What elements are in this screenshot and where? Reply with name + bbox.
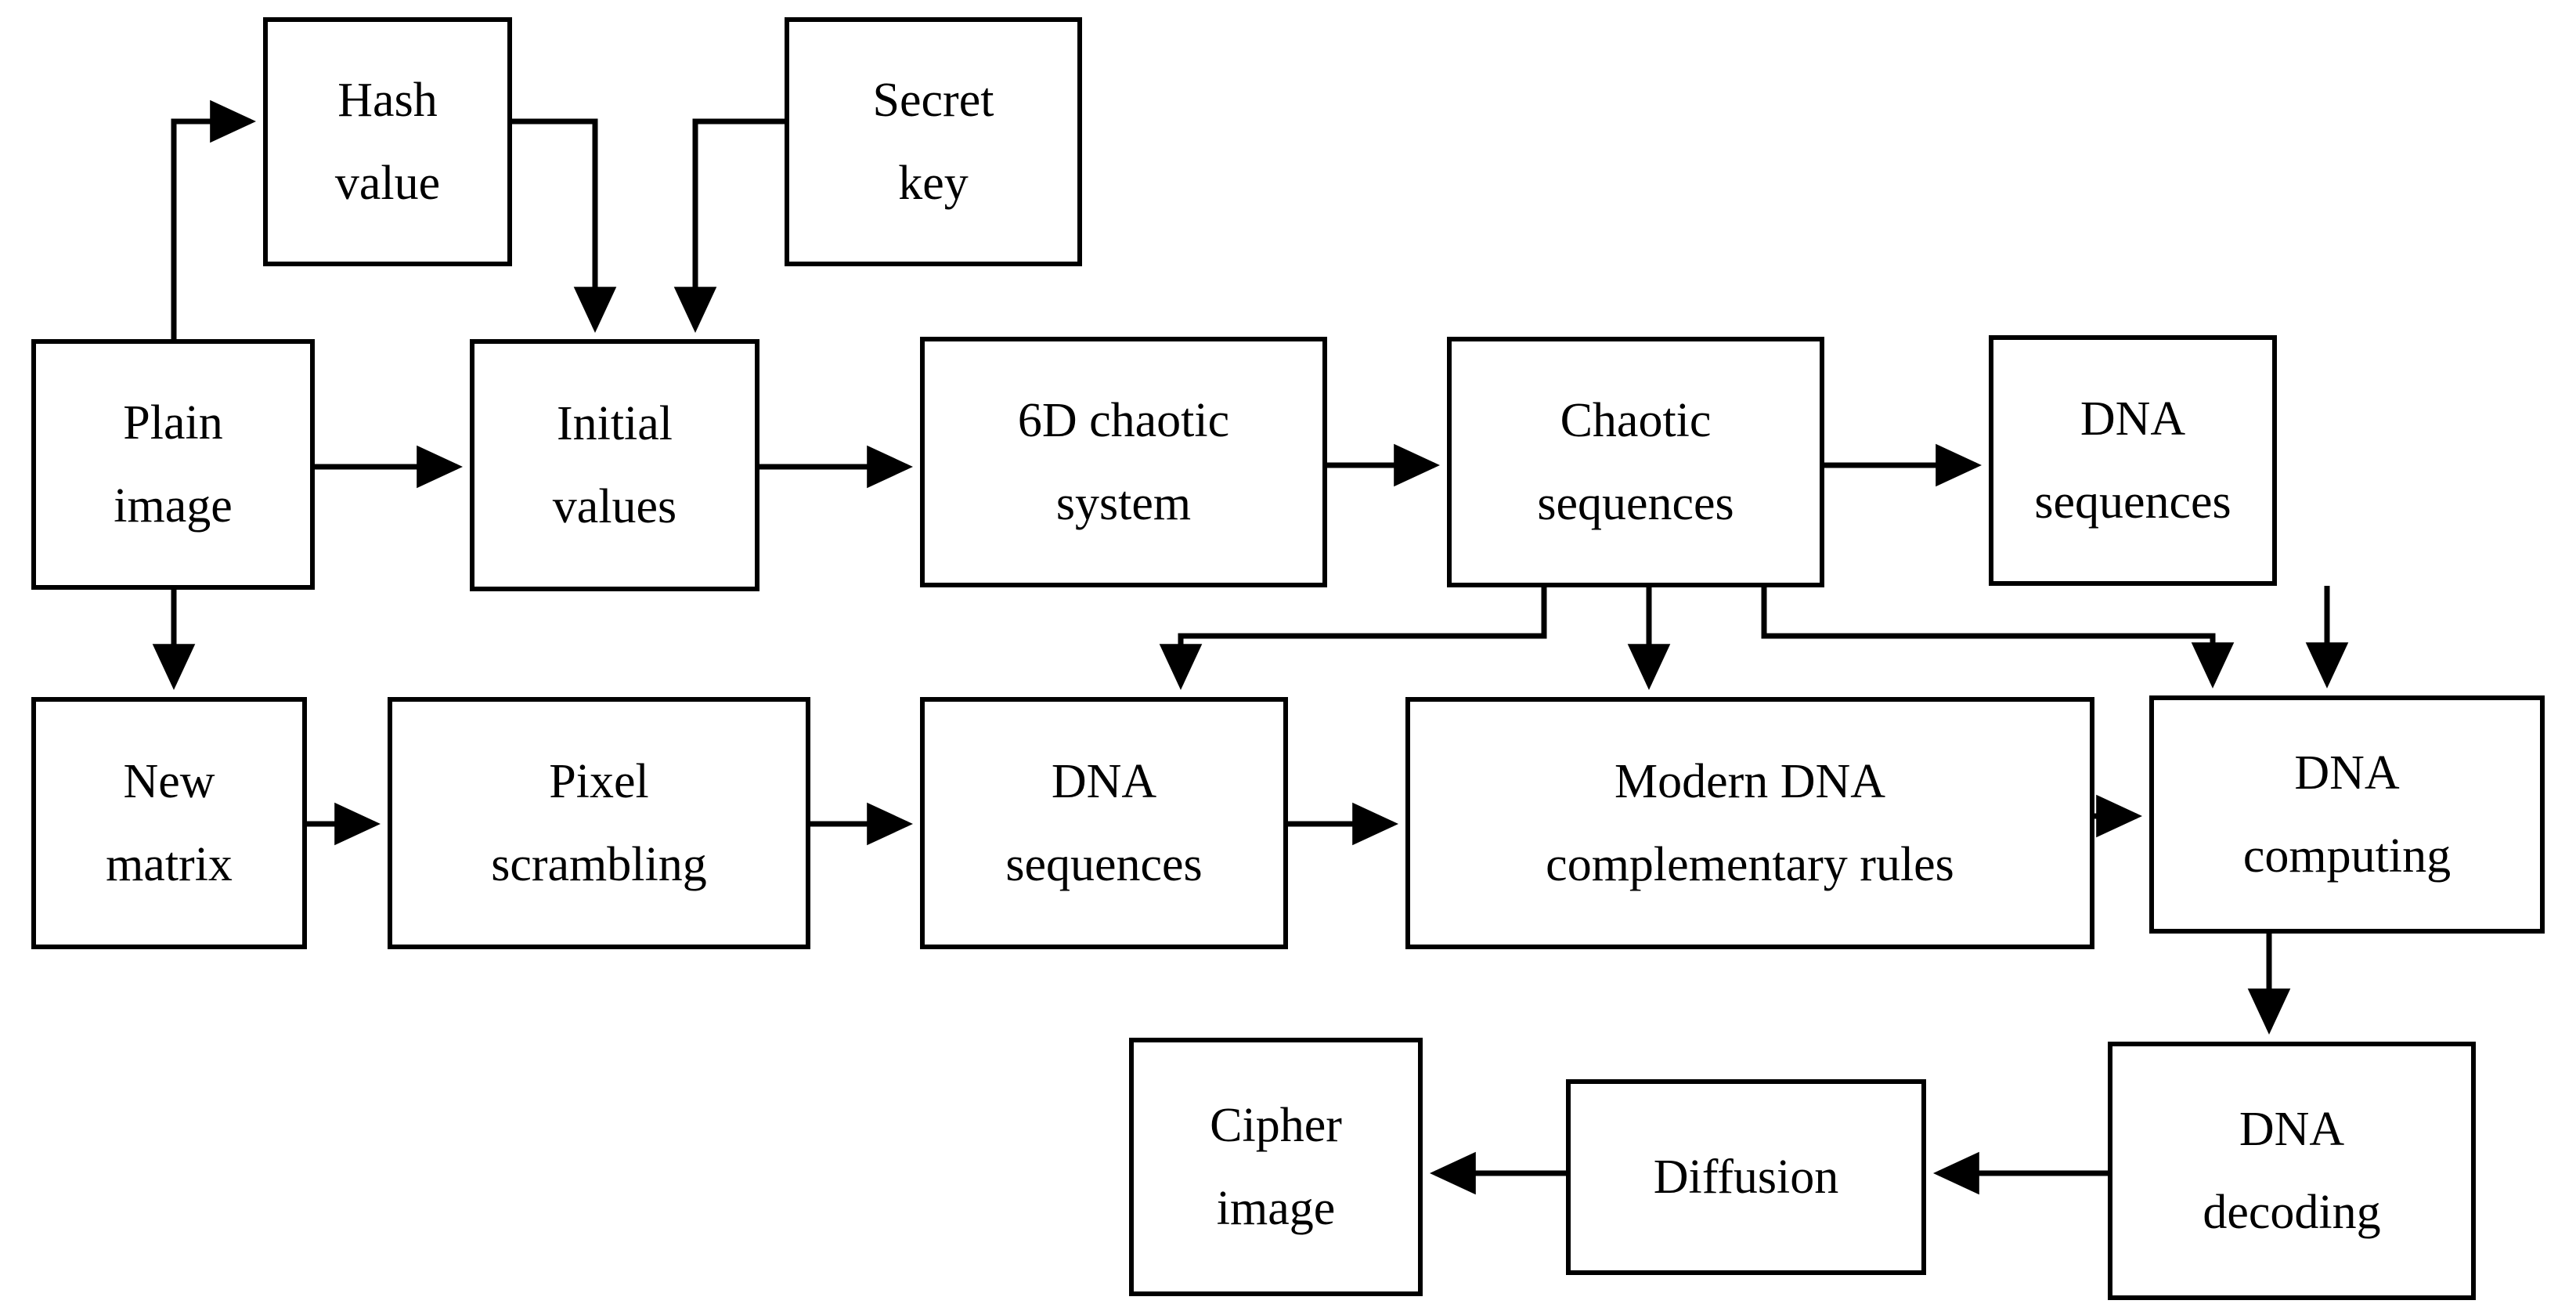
node-modern-dna-rules-line2: complementary rules	[1546, 838, 1954, 891]
node-6d-chaotic-system-line1: 6D chaotic	[1017, 394, 1230, 447]
node-hash-value[interactable]: Hash value	[263, 17, 512, 266]
node-modern-dna-rules[interactable]: Modern DNA complementary rules	[1405, 697, 2094, 949]
edge-hash-value-to-initial-values	[512, 118, 617, 333]
node-secret-key[interactable]: Secret key	[785, 17, 1082, 266]
node-plain-image-line1: Plain	[123, 396, 223, 450]
node-hash-value-line2: value	[334, 157, 441, 210]
node-pixel-scrambling-line1: Pixel	[549, 755, 649, 808]
node-dna-sequences-top-line1: DNA	[2080, 392, 2186, 446]
node-chaotic-sequences-line2: sequences	[1537, 477, 1734, 530]
node-hash-value-line1: Hash	[337, 74, 438, 127]
node-initial-values[interactable]: Initial values	[470, 339, 759, 591]
node-6d-chaotic-system-line2: system	[1055, 477, 1192, 530]
node-chaotic-sequences[interactable]: Chaotic sequences	[1447, 337, 1824, 587]
node-dna-sequences-mid-line2: sequences	[1005, 838, 1203, 891]
node-dna-sequences-mid[interactable]: DNA sequences	[920, 697, 1288, 949]
node-new-matrix-line2: matrix	[106, 838, 233, 891]
node-dna-decoding-line1: DNA	[2239, 1103, 2345, 1156]
node-initial-values-line2: values	[552, 480, 677, 533]
node-dna-decoding-line2: decoding	[2203, 1186, 2381, 1239]
node-plain-image-line2: image	[114, 479, 233, 533]
node-dna-sequences-top[interactable]: DNA sequences	[1989, 335, 2277, 586]
edge-chaotic-sequences-to-dna-sequences-mid	[1159, 587, 1547, 690]
edge-chaotic-sequences-to-dna-computing	[1761, 587, 2235, 688]
node-pixel-scrambling-line2: scrambling	[491, 838, 707, 891]
node-modern-dna-rules-line1: Modern DNA	[1614, 755, 1886, 808]
node-diffusion-line1: Diffusion	[1653, 1150, 1839, 1204]
node-initial-values-line1: Initial	[556, 397, 673, 450]
node-cipher-image-line1: Cipher	[1210, 1099, 1342, 1152]
node-6d-chaotic-system[interactable]: 6D chaotic system	[920, 337, 1327, 587]
node-dna-sequences-mid-line1: DNA	[1051, 755, 1157, 808]
node-dna-decoding[interactable]: DNA decoding	[2108, 1042, 2476, 1300]
node-dna-sequences-top-line2: sequences	[2034, 475, 2231, 529]
node-cipher-image[interactable]: Cipher image	[1129, 1038, 1423, 1296]
node-new-matrix-line1: New	[123, 755, 215, 808]
node-dna-computing-line1: DNA	[2294, 746, 2400, 800]
node-secret-key-line2: key	[898, 157, 969, 210]
node-dna-computing[interactable]: DNA computing	[2149, 695, 2545, 934]
node-chaotic-sequences-line1: Chaotic	[1560, 394, 1712, 447]
node-secret-key-line1: Secret	[872, 74, 994, 127]
node-dna-computing-line2: computing	[2242, 829, 2452, 883]
node-new-matrix[interactable]: New matrix	[31, 697, 307, 949]
node-pixel-scrambling[interactable]: Pixel scrambling	[388, 697, 810, 949]
edge-secret-key-to-initial-values	[673, 118, 785, 333]
edge-plain-image-to-hash-value	[171, 99, 256, 339]
node-plain-image[interactable]: Plain image	[31, 339, 315, 590]
node-cipher-image-line2: image	[1216, 1182, 1336, 1235]
node-diffusion[interactable]: Diffusion	[1566, 1079, 1926, 1275]
